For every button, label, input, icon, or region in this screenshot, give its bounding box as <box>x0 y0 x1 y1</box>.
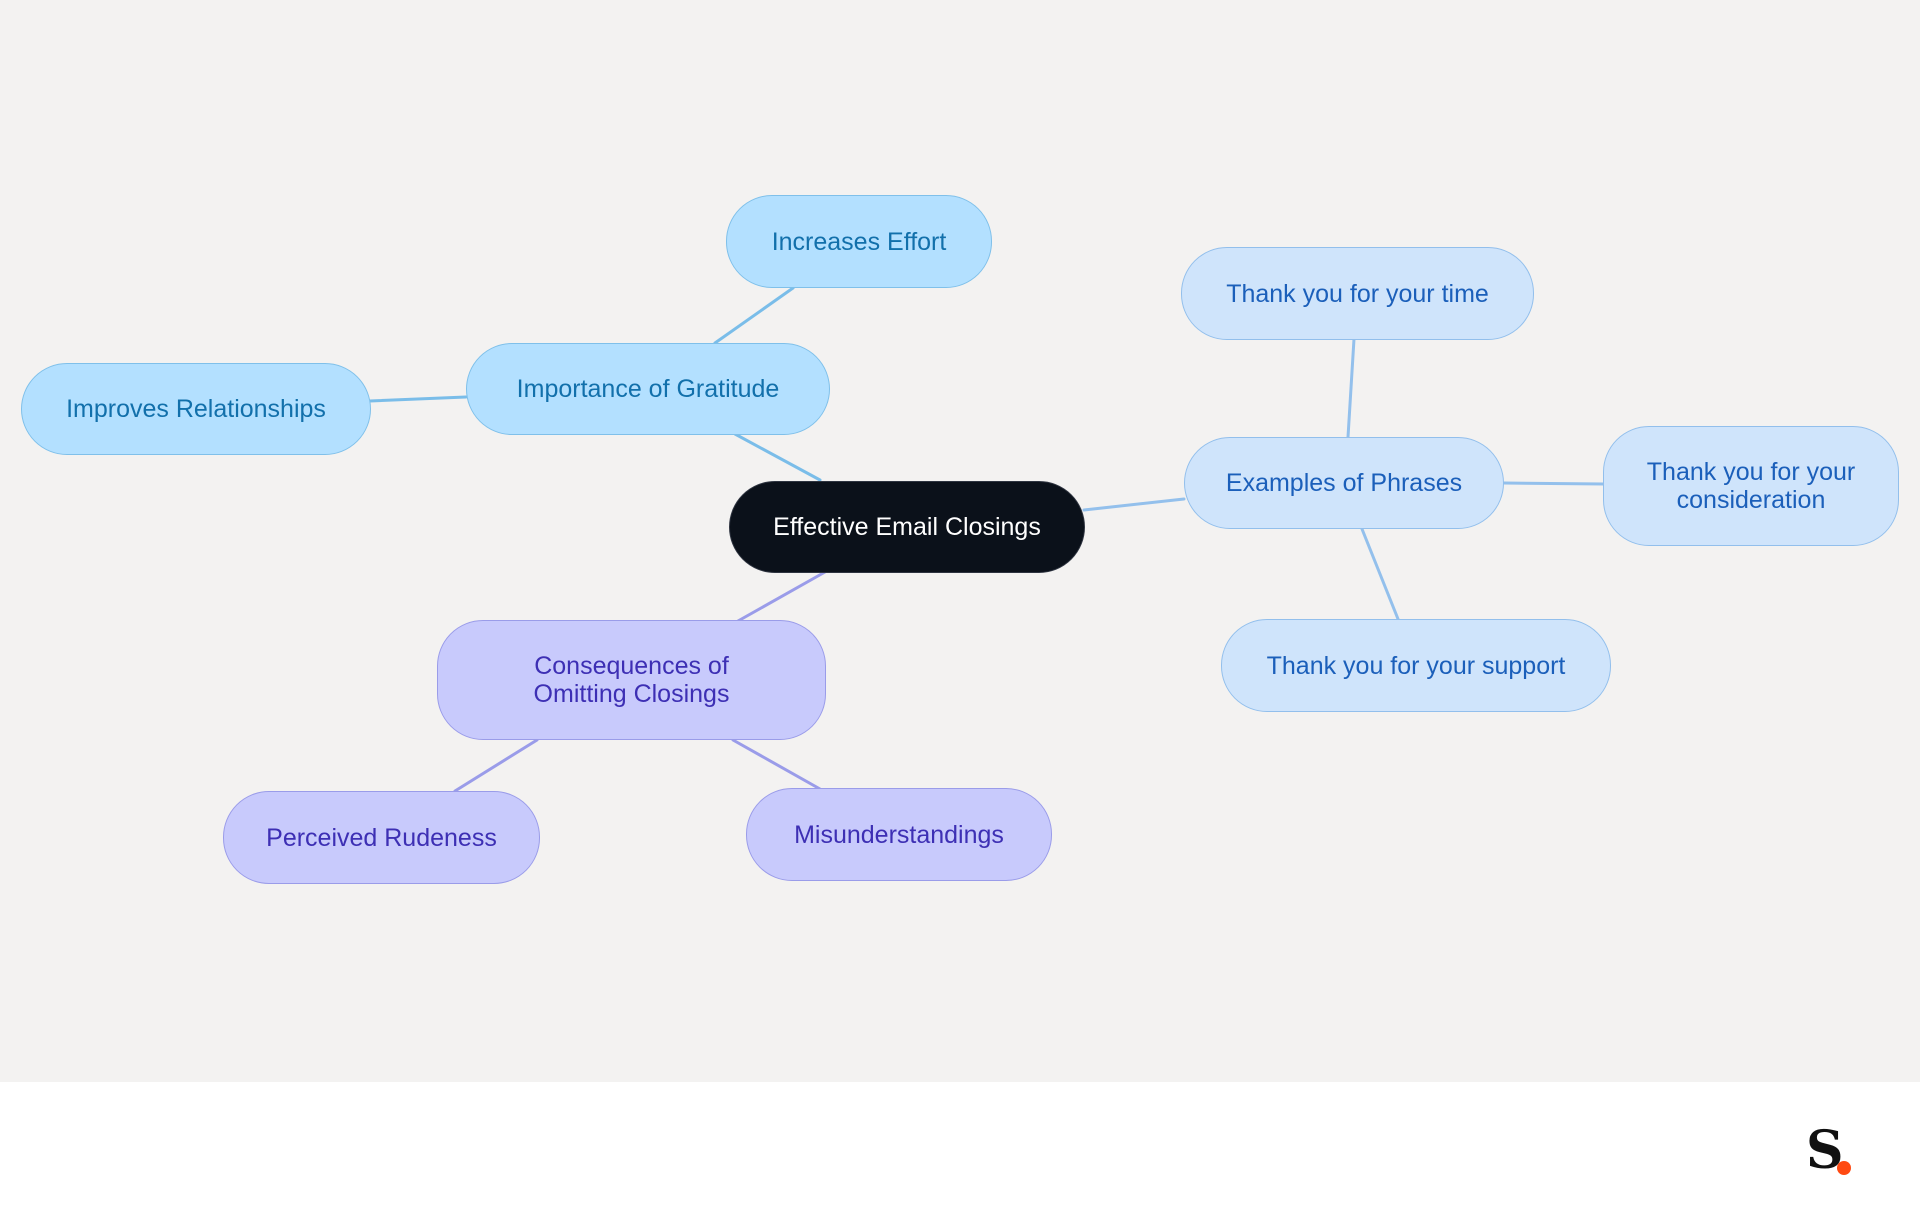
leaf-increases-effort: Increases Effort <box>726 195 992 288</box>
leaf-thank-you-for-your-time: Thank you for your time <box>1181 247 1534 340</box>
edge-phrases-consideration <box>1502 481 1606 486</box>
branch-importance-of-gratitude: Importance of Gratitude <box>466 343 830 435</box>
leaf-misunderstandings: Misunderstandings <box>746 788 1052 881</box>
edge-gratitude-improves-relationships <box>368 395 468 403</box>
edge-gratitude-increases-effort <box>713 286 795 345</box>
edge-root-phrases <box>1082 497 1186 512</box>
leaf-thank-you-for-your-support: Thank you for your support <box>1221 619 1611 712</box>
branch-examples-of-phrases: Examples of Phrases <box>1184 437 1504 529</box>
leaf-perceived-rudeness: Perceived Rudeness <box>223 791 540 884</box>
edge-phrases-support <box>1360 527 1400 621</box>
edge-root-gratitude <box>733 432 822 482</box>
logo-dot <box>1837 1161 1851 1175</box>
leaf-improves-relationships: Improves Relationships <box>21 363 371 455</box>
mindmap-edges <box>368 286 1606 793</box>
branch-consequences-of-omitting-closings: Consequences of Omitting Closings <box>437 620 826 740</box>
edge-phrases-time <box>1346 337 1356 439</box>
footer-bar <box>0 1082 1920 1215</box>
edge-consequences-rudeness <box>453 738 539 793</box>
s-logo-icon: S <box>1806 1120 1856 1182</box>
edge-consequences-misunderstandings <box>731 738 822 791</box>
leaf-thank-you-for-your-consideration: Thank you for your consideration <box>1603 426 1899 546</box>
mindmap-canvas: Effective Email Closings Importance of G… <box>0 0 1920 1082</box>
edge-root-consequences <box>736 570 827 623</box>
root-node: Effective Email Closings <box>729 481 1085 573</box>
